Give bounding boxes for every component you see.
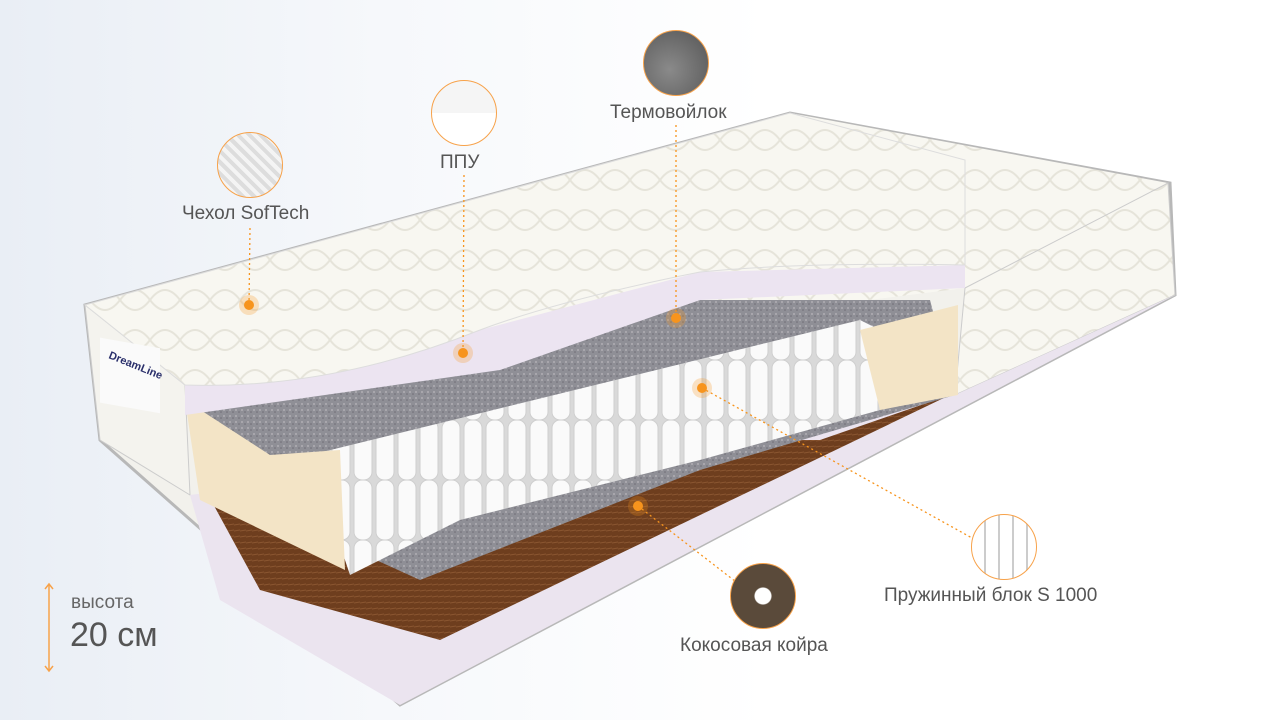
callout-label-foam: ППУ — [440, 152, 480, 173]
coir-thumbnail-icon — [730, 563, 796, 629]
callout-leaders — [248, 125, 973, 586]
height-arrow-icon — [44, 582, 54, 673]
callout-label-felt: Термовойлок — [610, 102, 727, 123]
callout-dots — [239, 295, 712, 516]
height-label: высота — [71, 592, 134, 613]
felt-thumbnail-icon — [643, 30, 709, 96]
foam-thumbnail-icon — [431, 80, 497, 146]
springs-thumbnail-icon — [971, 514, 1037, 580]
callout-label-springs: Пружинный блок S 1000 — [884, 585, 1098, 606]
cover-thumbnail-icon — [217, 132, 283, 198]
mattress-body — [83, 111, 1177, 707]
dreamline-logo: DreamLine — [100, 337, 164, 414]
callout-label-coir: Кокосовая койра — [680, 635, 828, 656]
height-value: 20 см — [70, 616, 158, 654]
callout-label-cover: Чехол SofTech — [182, 203, 310, 224]
